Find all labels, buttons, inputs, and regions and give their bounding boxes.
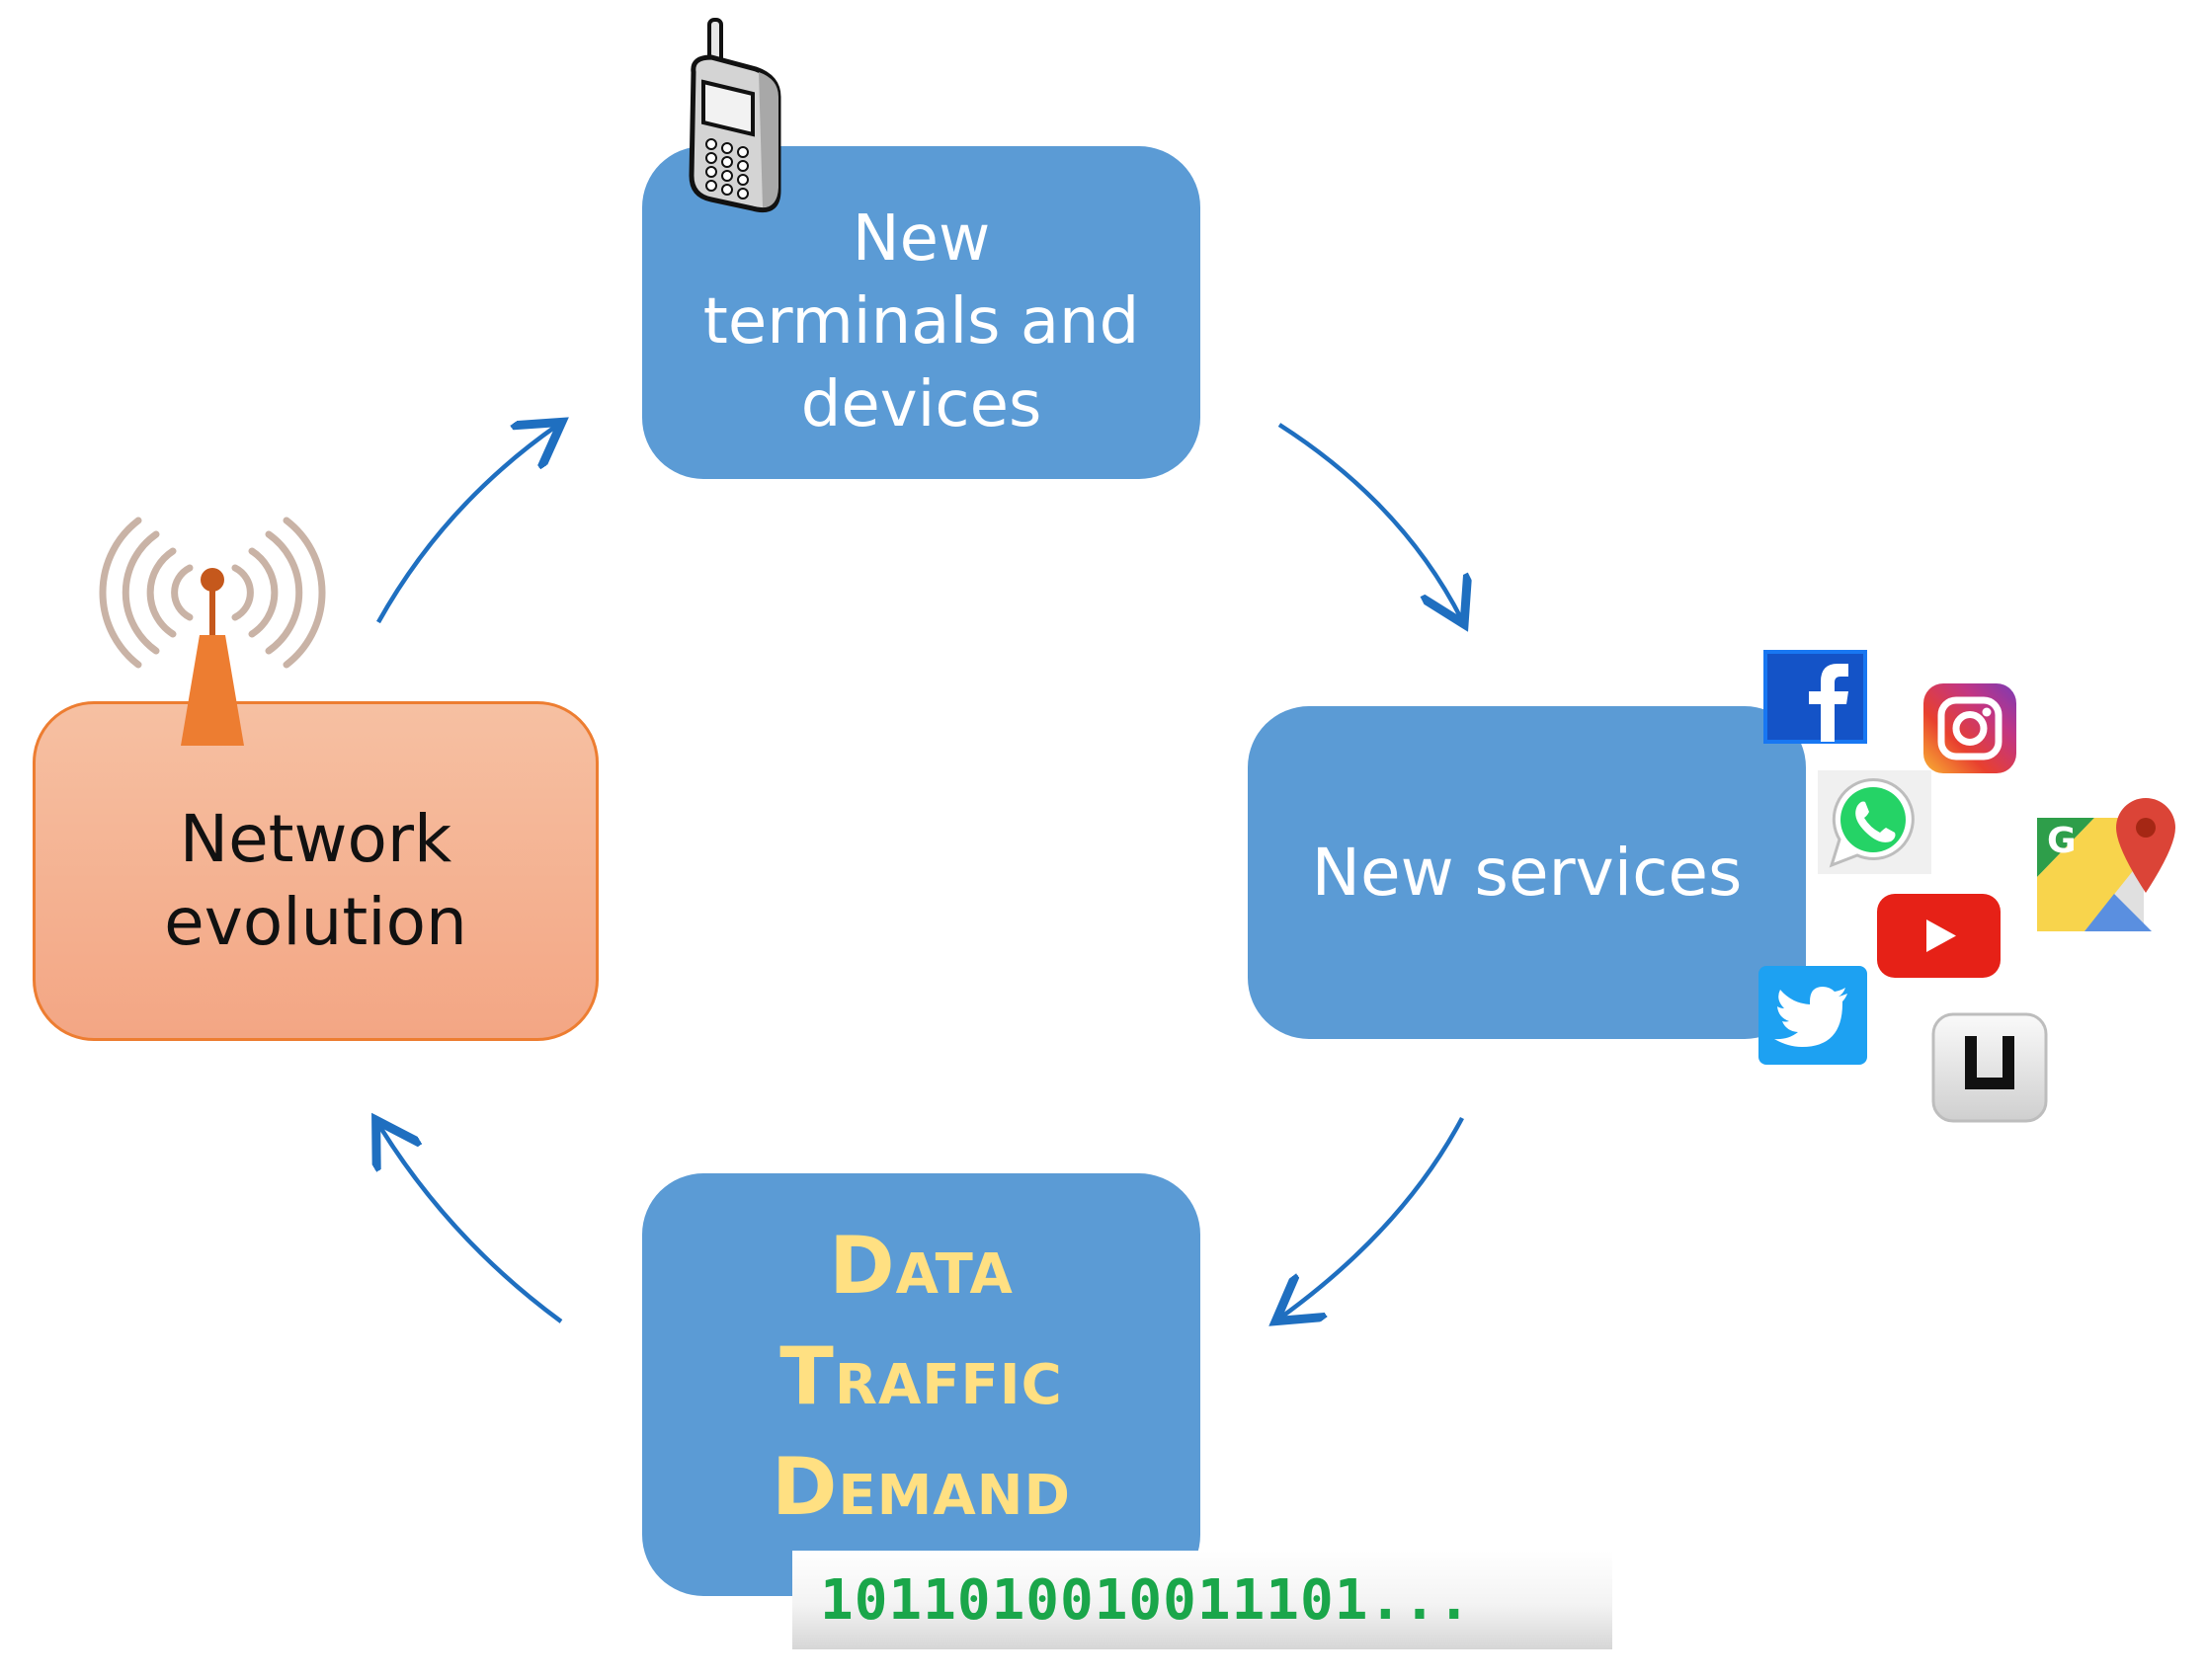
arrow-demand-to-network [378,1124,563,1323]
antenna-tower-icon [99,517,326,746]
uber-icon [1931,1012,2048,1123]
data-traffic-demand-box: Data Traffic Demand [642,1173,1200,1596]
terminals-line-1: New [852,201,991,276]
network-evolution-box: Network evolution [33,701,599,1041]
new-terminals-box: New terminals and devices [642,146,1200,479]
demand-line-1: Data [829,1220,1014,1312]
network-line-1: Network [179,801,452,877]
google-maps-icon: G [2037,798,2175,931]
binary-stream: 1011010010011101... [792,1551,1612,1649]
new-services-box: New services [1248,706,1806,1039]
services-label: New services [1311,835,1743,911]
svg-text:G: G [2047,821,2077,861]
demand-line-2: Traffic [779,1330,1063,1422]
whatsapp-icon [1818,770,1931,874]
mobile-phone-icon [689,18,781,213]
terminals-line-3: devices [800,367,1042,441]
twitter-icon [1758,966,1867,1065]
instagram-icon [1923,683,2016,773]
facebook-icon [1763,650,1867,744]
arrow-terminals-to-services [1277,423,1462,620]
arrow-services-to-demand [1279,1116,1464,1319]
arrow-network-to-terminals [376,425,558,624]
youtube-icon [1877,894,2001,978]
demand-line-3: Demand [771,1441,1072,1533]
terminals-line-2: terminals and [702,284,1140,359]
network-line-2: evolution [164,884,467,960]
